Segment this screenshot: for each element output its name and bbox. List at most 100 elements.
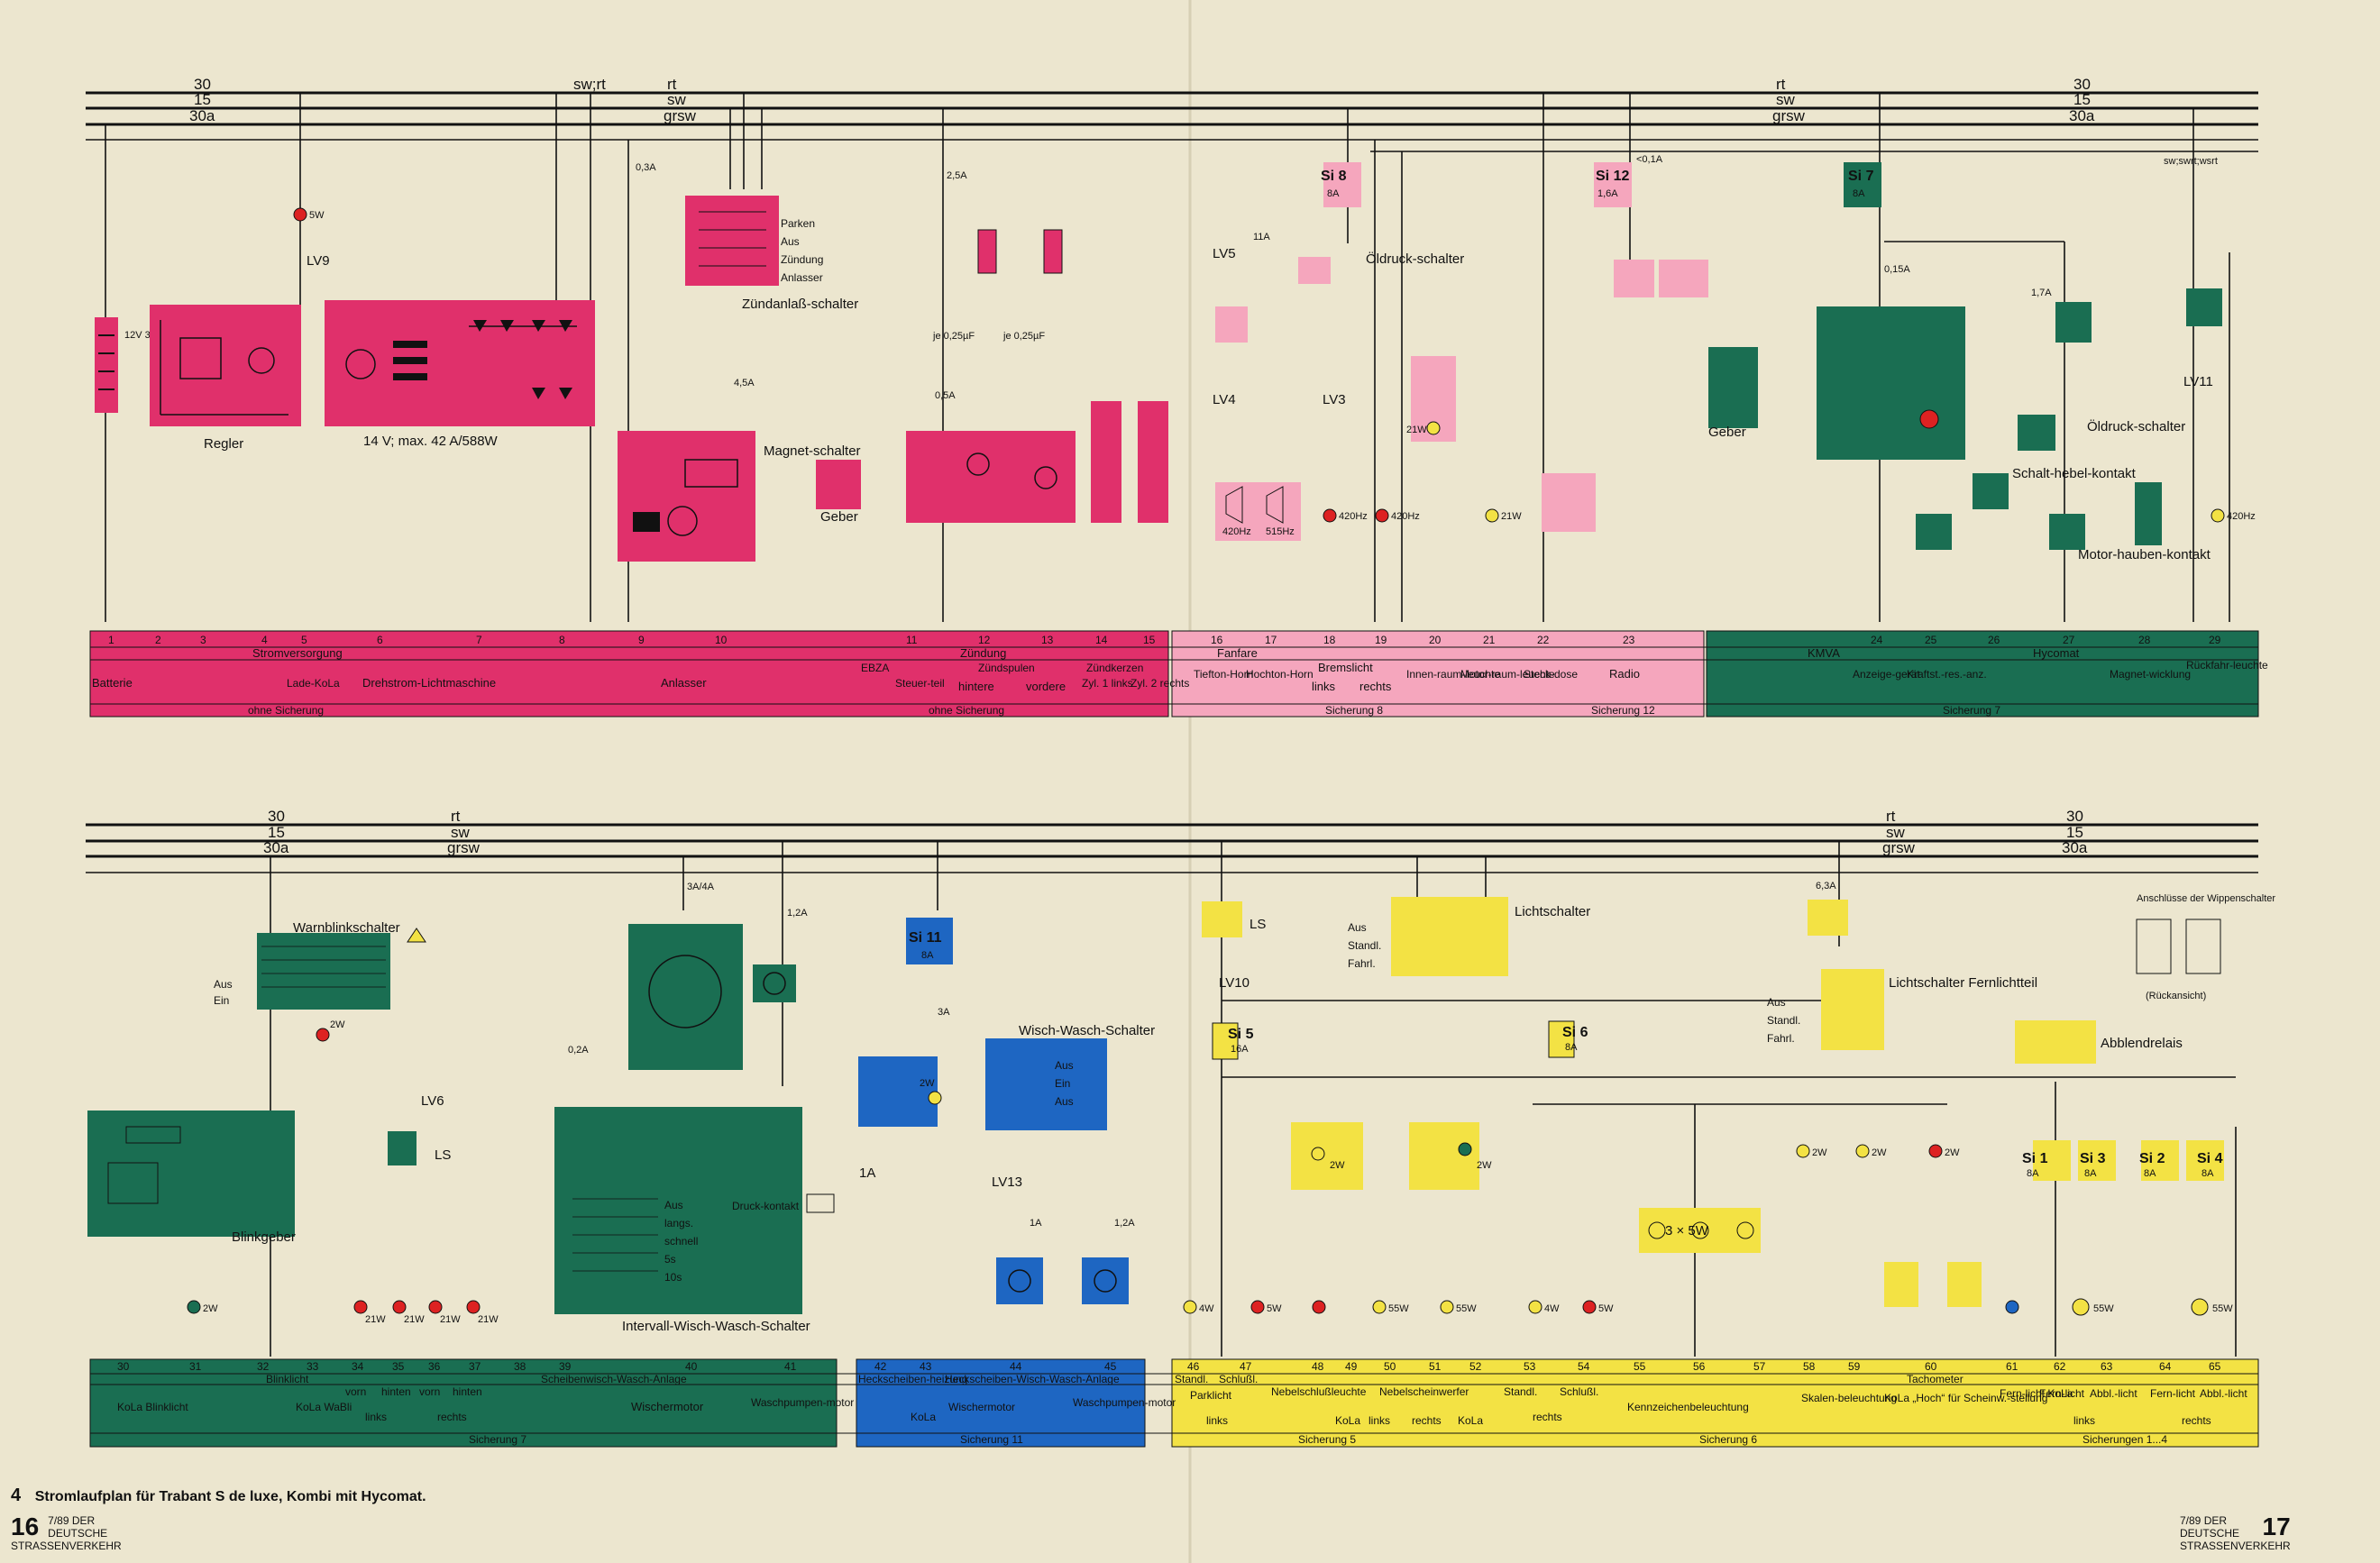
cell-tiefton: Tiefton-Horn (1194, 668, 1253, 681)
hazard-switch: Warnblinkschalter Aus Ein (214, 920, 426, 1010)
ebza-current: 0,5A (935, 390, 956, 401)
cell-heck-kola: KoLa (911, 1411, 936, 1423)
brake-l-rating: 420Hz (1339, 511, 1368, 522)
radio-current: <0,1A (1636, 154, 1663, 165)
ign-pos-aus: Aus (781, 235, 800, 248)
hazard-kola-rating: 2W (330, 1019, 345, 1030)
b-bus-30a-color-right: grsw (1882, 839, 1916, 856)
col-37: 37 (469, 1360, 481, 1373)
group-nebelscheinwerfer: Nebelscheinwerfer (1379, 1385, 1469, 1398)
fog-l-rating: 55W (1388, 1303, 1409, 1314)
yellow-lamps: 4W 5W 55W 55W 4W 5W (1183, 1300, 1614, 1314)
col-24: 24 (1871, 634, 1883, 646)
bus-15-color: sw (667, 91, 687, 108)
col-52: 52 (1469, 1360, 1482, 1373)
si3-name: Si 3 (2080, 1151, 2106, 1166)
cell-anlasser: Anlasser (661, 676, 707, 690)
blink-lamp-4: 21W (478, 1314, 499, 1325)
col-39: 39 (559, 1360, 572, 1373)
cell-motorraum: Motor-raum-leuchte (1460, 668, 1555, 681)
col-36: 36 (428, 1360, 441, 1373)
figure-number: 4 (11, 1485, 22, 1505)
cell-heck-wischer: Wischermotor (948, 1401, 1015, 1413)
cell-radio: Radio (1609, 667, 1640, 681)
rear-pump-current: 1,2A (1114, 1218, 1135, 1229)
bus-30-color-right: rt (1776, 76, 1786, 93)
fog-r-rating: 55W (1456, 1303, 1477, 1314)
cell-vorn-l: vorn (345, 1385, 366, 1398)
plate-lamps-label: 3 × 5W (1665, 1223, 1709, 1239)
col-32: 32 (257, 1360, 270, 1373)
fern-pos-standl: Standl. (1767, 1014, 1800, 1027)
col-62: 62 (2054, 1360, 2066, 1373)
bus-top-swrt: sw;rt (573, 76, 606, 93)
top-bus-labels: 30 15 30a 30 15 30a rt sw grsw rt sw grs… (189, 76, 2218, 167)
col-44: 44 (1010, 1360, 1022, 1373)
interval-pos-schnell: schnell (664, 1235, 698, 1248)
fuse-si8: Si 8 8A (1321, 162, 1361, 207)
group-zuendung: Zündung (960, 646, 1006, 660)
col-19: 19 (1375, 634, 1387, 646)
col-23: 23 (1623, 634, 1635, 646)
pump-current: 1,2A (787, 908, 808, 919)
col-28: 28 (2138, 634, 2151, 646)
headlamp-r-rating: 55W (2212, 1303, 2233, 1314)
group-zuendspulen: Zündspulen (978, 662, 1035, 674)
si4-name: Si 4 (2197, 1151, 2223, 1166)
si3-rating: 8A (2084, 1168, 2097, 1179)
col-5: 5 (301, 634, 307, 646)
footer-ohne-2: ohne Sicherung (929, 704, 1004, 717)
cell-heck-pumpe: Waschpumpen-motor (1073, 1396, 1176, 1409)
intervall-label: Intervall-Wisch-Wasch-Schalter (622, 1319, 810, 1334)
light-section: LS LV10 Si 5 16A Lichtschalter Aus Stand… (1202, 881, 1836, 1253)
cell-head-links: links (2073, 1414, 2095, 1427)
rear-heat-current: 3A (938, 1007, 950, 1018)
druck-kontakt-label: Druck-kontakt (732, 1200, 800, 1212)
top-table-footer: ohne Sicherung ohne Sicherung Sicherung … (248, 704, 2000, 717)
col-21: 21 (1483, 634, 1496, 646)
si6-name: Si 6 (1562, 1025, 1588, 1040)
footer-si12: Sicherung 12 (1591, 704, 1655, 717)
group-zuendkerzen: Zündkerzen (1086, 662, 1143, 674)
park-ls-label: LS (1250, 917, 1266, 932)
flasher-lamp-rating: 2W (203, 1303, 218, 1314)
group-bremslicht: Bremslicht (1318, 661, 1373, 674)
col-35: 35 (392, 1360, 405, 1373)
si2-rating: 8A (2144, 1168, 2156, 1179)
group-scheibenwisch: Scheibenwisch-Wasch-Anlage (541, 1373, 687, 1385)
wippen-connections: Anschlüsse der Wippenschalter (Rückansic… (2136, 893, 2275, 1001)
si1-rating: 8A (2027, 1168, 2039, 1179)
interval-current: 3A/4A (687, 882, 715, 892)
schalthebel-label: Schalt-hebel-kontakt (2012, 466, 2137, 481)
col-6: 6 (377, 634, 383, 646)
cell-waschpumpe: Waschpumpen-motor (751, 1396, 854, 1409)
lv4-label: LV4 (1213, 392, 1236, 407)
b-bus-15-label: 15 (268, 824, 285, 841)
group-heckwisch: Heckscheiben-Wisch-Wasch-Anlage (945, 1373, 1120, 1385)
fog-rear-rating: 5W (1267, 1303, 1282, 1314)
regler-label: Regler (204, 436, 243, 452)
skala-r-rating: 2W (1872, 1147, 1887, 1158)
b-bus-30a-label: 30a (263, 839, 289, 856)
col-46: 46 (1187, 1360, 1200, 1373)
bus-30-label-right: 30 (2073, 76, 2091, 93)
regler: Regler (150, 305, 301, 452)
cell-wischermotor: Wischermotor (631, 1400, 704, 1413)
ignition-switch: Parken Aus Zündung Anlasser Zündanlaß-sc… (685, 196, 858, 312)
cell-ladekola: Lade-KoLa (287, 677, 340, 690)
ww-pos-ein: Ein (1055, 1077, 1070, 1090)
col-18: 18 (1323, 634, 1336, 646)
magazine-left: STRASSENVERKEHR (11, 1540, 122, 1552)
page-number-right: 17 (2262, 1513, 2291, 1540)
bottom-bus-labels: 30 15 30a rt sw grsw rt sw grsw 30 15 30… (263, 808, 2088, 856)
b-bus-30a-label-right: 30a (2062, 839, 2088, 856)
cell-kola-wabli: KoLa WaBli (296, 1401, 352, 1413)
cell-brems-rechts: rechts (1359, 680, 1392, 693)
top-table-groups: Stromversorgung Zündung EBZA Zündspulen … (252, 646, 2080, 674)
col-30: 30 (117, 1360, 130, 1373)
b-bus-15-label-right: 15 (2066, 824, 2083, 841)
top-table: 1 2 3 4 5 6 7 8 9 10 11 12 13 14 15 16 1… (89, 630, 2268, 718)
cell-vorn-r: vorn (419, 1385, 440, 1398)
geber2-label: Geber (1708, 425, 1746, 440)
wippen-label: Anschlüsse der Wippenschalter (2137, 893, 2275, 904)
